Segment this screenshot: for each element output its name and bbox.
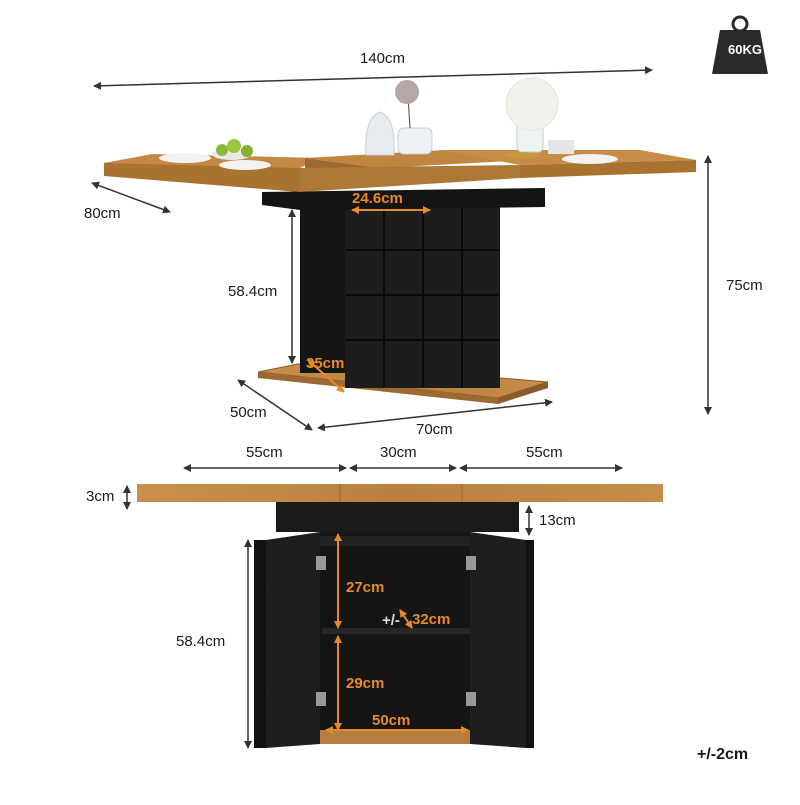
hinge — [466, 692, 476, 706]
base-depth-line — [237, 379, 313, 431]
pedestal-height-label: 58.4cm — [228, 283, 278, 300]
inner-width-label: 50cm — [372, 712, 411, 729]
width-140-line — [93, 66, 653, 90]
pedestal-depth-line — [307, 359, 345, 393]
hinge — [316, 556, 326, 570]
top-thickness-label: 3cm — [86, 488, 115, 505]
width-label: 140cm — [360, 50, 406, 67]
height-label: 75cm — [726, 277, 763, 294]
depth-80-line — [91, 181, 171, 214]
hinge — [316, 692, 326, 706]
base-width-line — [317, 398, 553, 432]
center-leaf-label: 30cm — [380, 444, 417, 461]
pedestal-depth-label: 35cm — [306, 355, 345, 372]
pedestal-panel-grid — [346, 207, 500, 387]
front-apron — [276, 502, 519, 532]
right-leaf-label: 55cm — [526, 444, 563, 461]
pedestal — [300, 195, 350, 373]
base-depth-label: 50cm — [230, 404, 267, 421]
cabinet-shelf — [322, 628, 470, 634]
front-tabletop — [137, 484, 663, 502]
left-door — [266, 532, 320, 748]
cabinet-height-label: 58.4cm — [176, 633, 226, 650]
upper-shelf-label: 27cm — [346, 579, 385, 596]
depth-label: 80cm — [84, 205, 121, 222]
weight-icon — [712, 15, 768, 74]
tolerance-label: +/-2cm — [697, 746, 749, 763]
right-door — [470, 532, 526, 748]
cabinet-interior — [320, 532, 470, 744]
lower-shelf-label: 29cm — [346, 675, 385, 692]
front-view-table — [137, 484, 663, 748]
hinge — [466, 556, 476, 570]
pedestal-top-label: 24.6cm — [352, 190, 403, 207]
apron-height-label: 13cm — [539, 512, 576, 529]
inner-depth-line — [399, 609, 413, 629]
left-leaf-label: 55cm — [246, 444, 283, 461]
inner-depth-label: 32cm — [412, 611, 451, 628]
perspective-table — [104, 77, 696, 404]
weight-label: 60KG — [728, 42, 762, 57]
inner-depth-prefix: +/- — [382, 612, 400, 629]
base-width-label: 70cm — [416, 421, 453, 438]
